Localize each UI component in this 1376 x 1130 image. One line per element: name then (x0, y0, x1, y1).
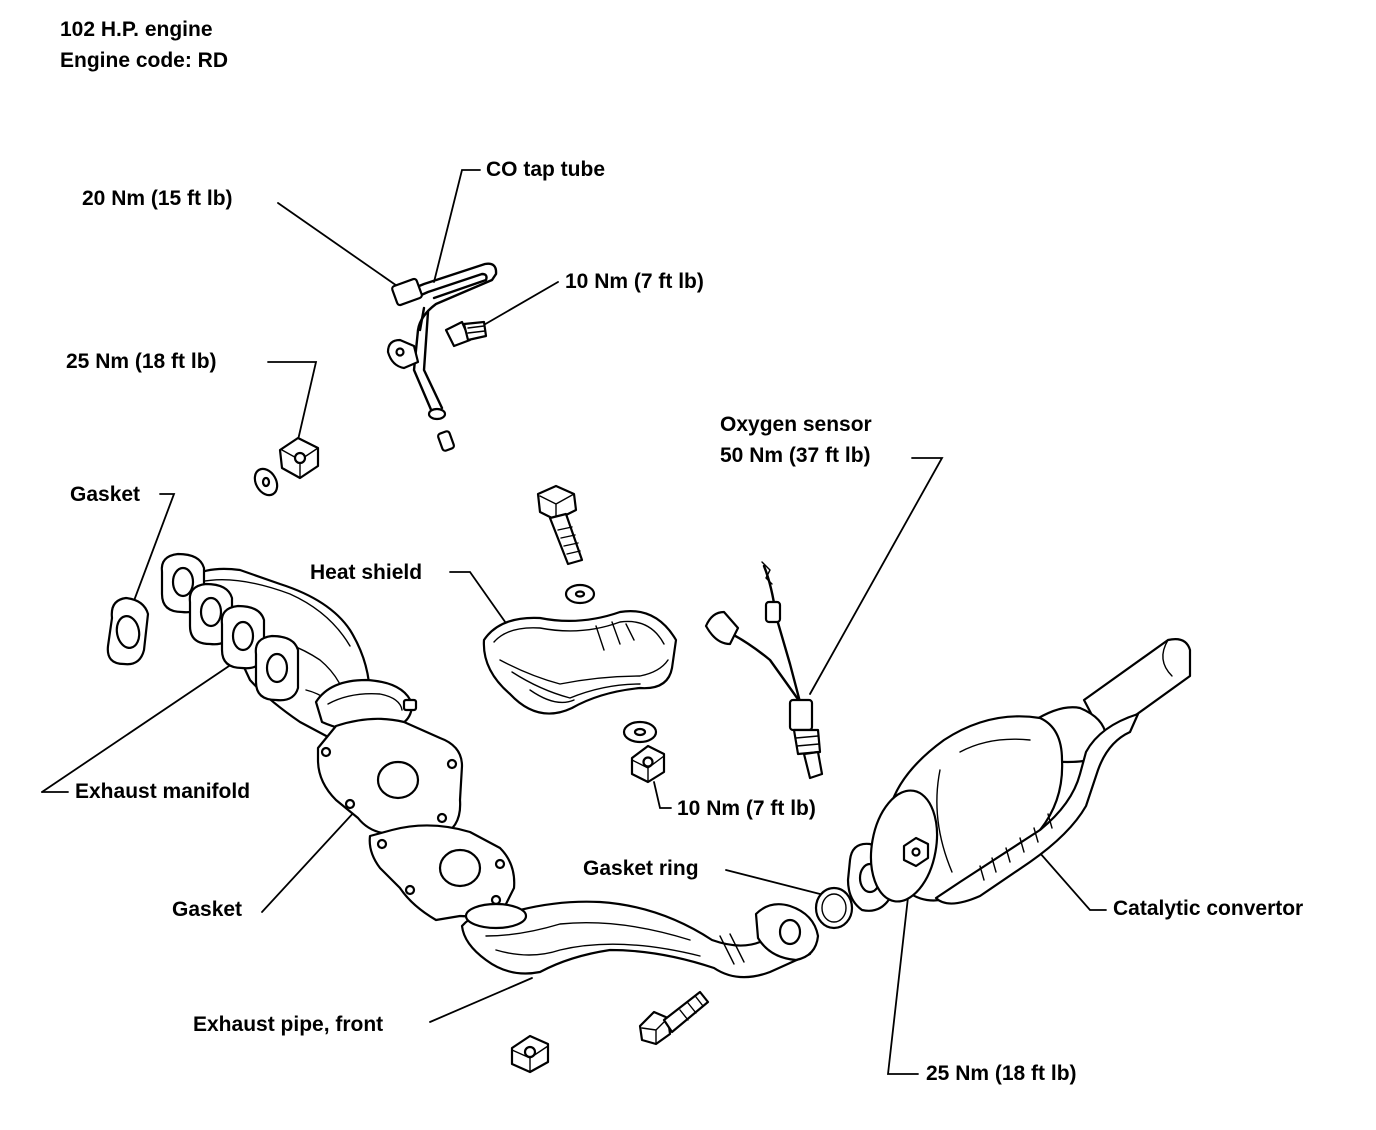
pipe-inlet-collar (464, 902, 528, 930)
engine-hp-title: 102 H.P. engine (60, 18, 213, 41)
label-gasket-ring: Gasket ring (583, 857, 699, 880)
label-torque-25nm-left: 25 Nm (18 ft lb) (66, 350, 217, 373)
exhaust-manifold-part (160, 552, 418, 740)
leader-torque-25nm-bottom (886, 861, 919, 1075)
bolt-shank-bottom (662, 990, 710, 1034)
bolt-shank-top (548, 512, 584, 566)
label-torque-20nm: 20 Nm (15 ft lb) (82, 187, 233, 210)
label-heat-shield: Heat shield (310, 561, 422, 584)
gasket-bottom-part (368, 824, 516, 922)
leader-exhaust-manifold-a (41, 663, 233, 793)
label-oxygen-sensor: Oxygen sensor (720, 413, 872, 436)
co-tube-nut-icon (391, 277, 423, 307)
catalytic-convertor-part (846, 638, 1192, 912)
sensor-body (788, 698, 814, 732)
bolt-small-top-icon (444, 320, 488, 348)
manifold-stud-icon (402, 698, 418, 712)
gasket-top-part (106, 596, 150, 666)
heat-shield-bolt-icon (536, 484, 596, 605)
label-exhaust-manifold: Exhaust manifold (75, 780, 250, 803)
leader-gasket-ring (725, 869, 821, 895)
leader-torque-10nm-mid (653, 781, 672, 809)
leader-co-tap-tube (433, 169, 481, 283)
co-tube-plug (437, 430, 455, 452)
gasket-plate-upper (316, 717, 464, 838)
label-catalytic-convertor: Catalytic convertor (1113, 897, 1303, 920)
sensor-plug (764, 600, 782, 624)
exhaust-pipe-front-part (460, 900, 820, 979)
co-tube-end (427, 407, 447, 421)
label-gasket-bottom: Gasket (172, 898, 242, 921)
heat-shield-part (482, 610, 678, 715)
nut-washer-left-icon (253, 436, 320, 497)
label-exhaust-pipe-front: Exhaust pipe, front (193, 1013, 383, 1036)
leader-oxygen-sensor (809, 457, 944, 695)
leader-catalytic-convertor (1017, 827, 1107, 911)
leader-exhaust-pipe-front (429, 977, 533, 1023)
co-tap-tube-part (386, 262, 498, 452)
leader-lines (41, 169, 1107, 1075)
nut-washer-mid-icon (622, 720, 666, 784)
gasket-ring-part (814, 886, 854, 930)
sensor-tip (802, 750, 824, 780)
pipe-nut-bottom-icon (510, 1034, 550, 1074)
label-torque-10nm-mid: 10 Nm (7 ft lb) (677, 797, 816, 820)
engine-code-title: Engine code: RD (60, 49, 228, 72)
leader-torque-10nm-top (481, 281, 559, 327)
label-torque-25nm-bottom: 25 Nm (18 ft lb) (926, 1062, 1077, 1085)
bolt-head-bottom (638, 1010, 672, 1046)
leader-gasket-top (131, 493, 176, 607)
leader-torque-25nm-left (267, 361, 318, 441)
oxygen-sensor-part (704, 561, 824, 780)
label-torque-10nm-top: 10 Nm (7 ft lb) (565, 270, 704, 293)
label-co-tap-tube: CO tap tube (486, 158, 605, 181)
label-gasket-top: Gasket (70, 483, 140, 506)
leader-heat-shield (449, 571, 509, 627)
leader-torque-20nm (277, 202, 401, 289)
sensor-connector (704, 610, 740, 646)
label-torque-50nm: 50 Nm (37 ft lb) (720, 444, 871, 467)
pipe-bolt-bottom-icon (638, 990, 710, 1046)
leader-gasket-bottom (261, 809, 357, 913)
